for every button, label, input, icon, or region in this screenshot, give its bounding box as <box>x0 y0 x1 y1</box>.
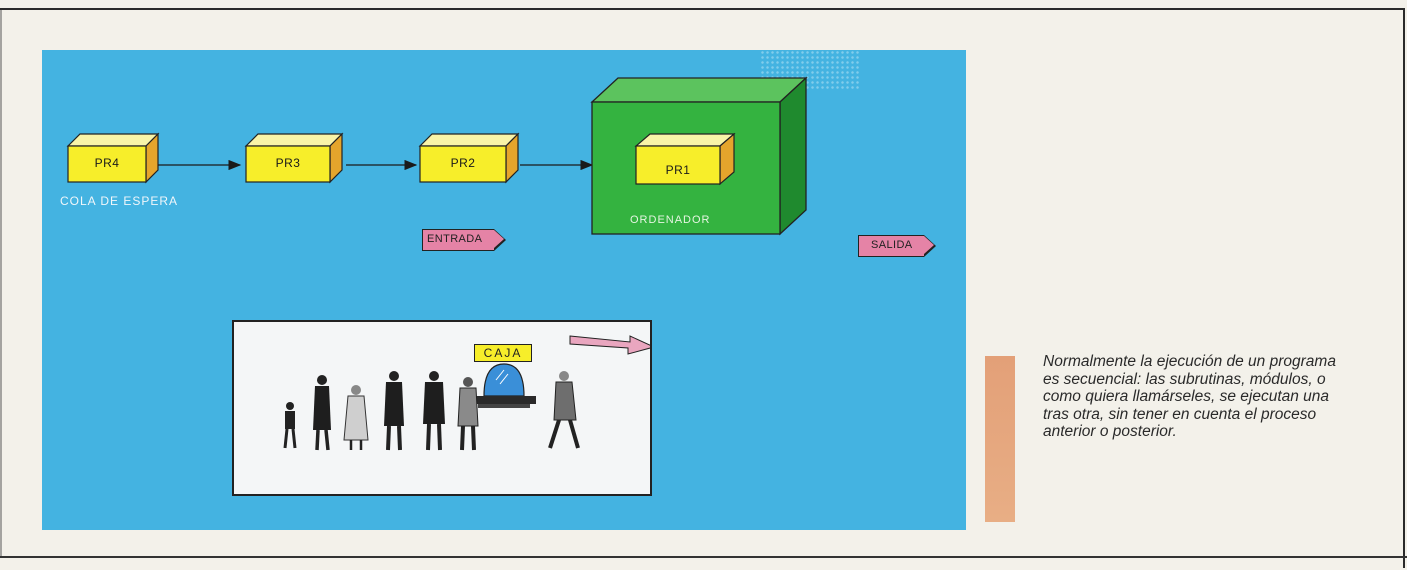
queue-box-pr3: PR3 <box>244 130 344 186</box>
queue-box-pr2: PR2 <box>418 130 522 186</box>
computer-box: PR1 ORDENADOR <box>590 74 810 238</box>
entrada-tag: ENTRADA <box>422 229 494 251</box>
queue-illustration: CAJA <box>232 320 652 496</box>
queue-caption: COLA DE ESPERA <box>60 194 178 208</box>
caja-sign: CAJA <box>474 344 532 362</box>
salida-tag: SALIDA <box>858 235 924 257</box>
people-queue-icon <box>234 322 650 494</box>
computer-label: ORDENADOR <box>630 214 711 226</box>
accent-bar <box>985 356 1015 522</box>
queue-box-pr4: PR4 <box>62 130 162 186</box>
side-caption: Normalmente la ejecución de un programa … <box>1043 353 1343 441</box>
box-label: PR2 <box>420 156 506 170</box>
inner-box-label: PR1 <box>636 163 720 177</box>
box-label: PR4 <box>68 156 146 170</box>
box-label: PR3 <box>246 156 330 170</box>
